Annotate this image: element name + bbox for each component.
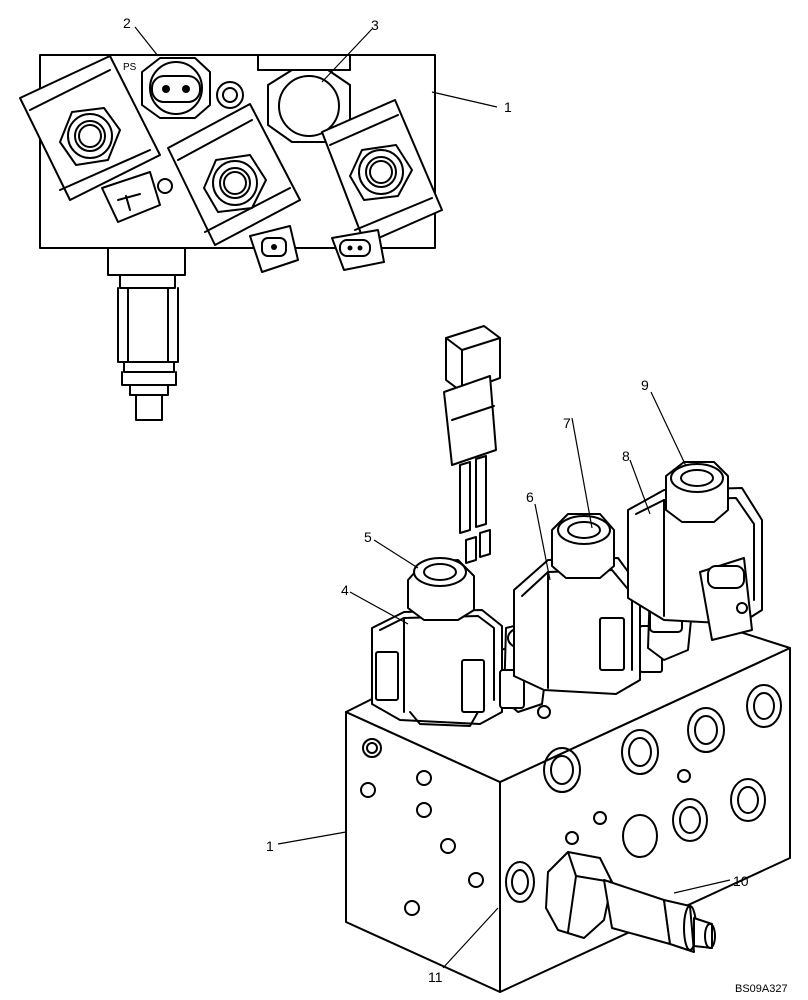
solenoid-right-8 [627, 461, 763, 641]
callout-9: 9 [641, 377, 649, 393]
iso-view [345, 325, 791, 993]
callout-6: 6 [526, 489, 534, 505]
callout-8: 8 [622, 448, 630, 464]
top-view [19, 54, 443, 421]
solenoid-left-4 [371, 557, 503, 727]
callout-7: 7 [563, 415, 571, 431]
callout-11: 11 [428, 969, 443, 985]
callout-5: 5 [364, 529, 372, 545]
drawing-code: BS09A327 [735, 983, 788, 995]
top-solenoid-right [321, 99, 443, 271]
pressure-switch-2 [141, 57, 211, 119]
callout-1-iso: 1 [266, 838, 274, 854]
relief-valve-10 [545, 851, 716, 953]
callout-1-top: 1 [504, 99, 512, 115]
top-solenoid-left [19, 55, 173, 223]
top-relief-valve [107, 247, 186, 421]
callout-2: 2 [123, 15, 131, 31]
ps-marking: PS [123, 62, 137, 73]
top-solenoid-middle [167, 103, 301, 273]
callout-10: 10 [733, 873, 749, 889]
callout-leaders [134, 26, 731, 969]
callout-4: 4 [341, 582, 349, 598]
callout-3: 3 [371, 17, 379, 33]
wire-connector [443, 325, 501, 564]
top-manifold-block [39, 54, 436, 249]
callout-labels: 1 2 3 4 5 6 7 8 9 10 11 1 [123, 15, 749, 985]
top-port-ring [216, 81, 244, 109]
